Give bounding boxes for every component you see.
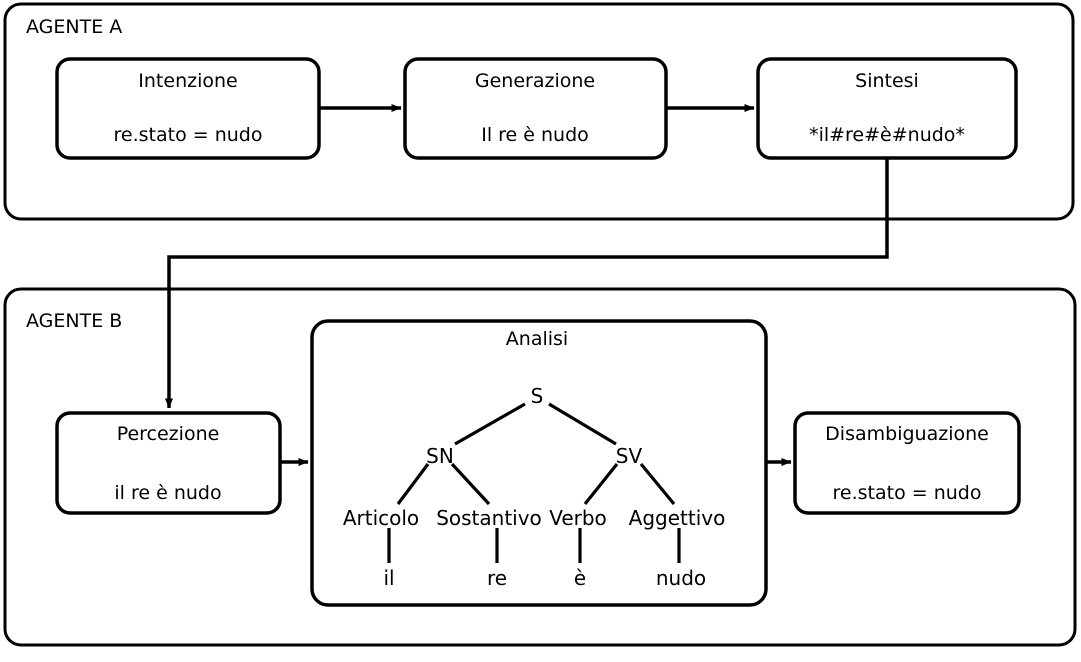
agent-a-frame <box>3 2 1075 221</box>
tree-edge-sv-to-aggettivo <box>639 462 676 506</box>
tree-edge-s-to-sv <box>548 402 617 446</box>
node-generazione[interactable] <box>403 57 668 160</box>
agent-a-label: AGENTE A <box>26 16 122 38</box>
node-intenzione-title: Intenzione <box>138 70 237 92</box>
node-generazione-title: Generazione <box>475 70 595 92</box>
node-analisi[interactable] <box>310 319 768 607</box>
tree-leaf-e: è <box>574 566 586 590</box>
connector-sintesi-to-percezione <box>165 158 889 409</box>
tree-leaf-re: re <box>487 566 507 590</box>
node-intenzione-sub: re.stato = nudo <box>114 124 263 146</box>
tree-node-sostantivo: Sostantivo <box>436 506 542 530</box>
node-generazione-sub: Il re è nudo <box>481 124 589 146</box>
tree-edge-s-to-sn <box>454 402 526 446</box>
node-disambiguazione-title: Disambiguazione <box>825 423 989 445</box>
tree-leaf-il: il <box>383 566 394 590</box>
tree-edge-sn-to-sostantivo <box>450 462 491 506</box>
node-disambiguazione-sub: re.stato = nudo <box>833 482 982 504</box>
tree-node-sn: SN <box>426 444 454 468</box>
node-sintesi-title: Sintesi <box>855 70 919 92</box>
agent-b-frame <box>3 287 1077 647</box>
tree-leaf-nudo: nudo <box>656 566 706 590</box>
tree-node-s: S <box>531 384 544 408</box>
tree-node-articolo: Articolo <box>343 506 419 530</box>
tree-node-verbo: Verbo <box>549 506 607 530</box>
tree-edge-sv-to-verbo <box>583 463 619 505</box>
tree-node-aggettivo: Aggettivo <box>629 506 726 530</box>
node-percezione[interactable] <box>55 411 282 515</box>
node-intenzione[interactable] <box>55 57 321 160</box>
node-disambiguazione[interactable] <box>793 411 1021 515</box>
agent-b-label: AGENTE B <box>26 310 122 332</box>
node-sintesi-sub: *il#re#è#nudo* <box>809 124 965 146</box>
node-percezione-sub: il re è nudo <box>114 482 221 504</box>
tree-edge-sn-to-articolo <box>396 463 430 505</box>
node-analisi-title: Analisi <box>506 328 568 350</box>
node-percezione-title: Percezione <box>117 423 220 445</box>
tree-node-sv: SV <box>616 444 643 468</box>
